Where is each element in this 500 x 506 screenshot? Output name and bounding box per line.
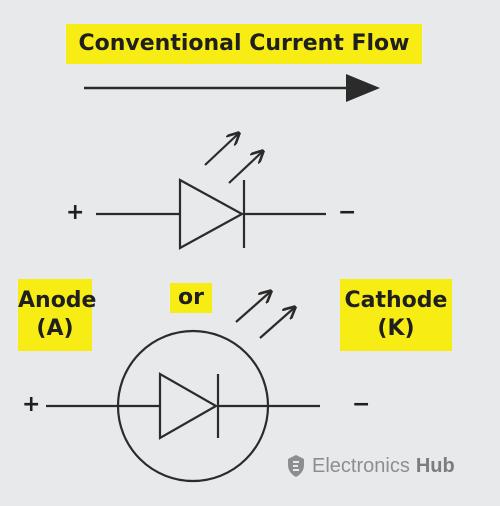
anode-label-line1: Anode	[18, 288, 97, 313]
or-label: or	[170, 283, 212, 313]
top-plus-sign: +	[66, 200, 85, 225]
conventional-current-flow-title: Conventional Current Flow	[66, 24, 422, 64]
watermark-brand-bold: Hub	[415, 454, 455, 477]
led-symbol-bottom	[46, 292, 320, 483]
bottom-plus-sign: +	[22, 392, 41, 417]
top-minus-sign: −	[338, 200, 357, 225]
cathode-label-line1: Cathode	[344, 288, 448, 313]
anode-label: Anode (A)	[18, 279, 96, 351]
anode-label-line2: (A)	[36, 316, 74, 341]
current-flow-arrow	[84, 74, 380, 102]
cathode-label-line2: (K)	[377, 316, 415, 341]
electronics-hub-logo-icon	[288, 455, 304, 477]
led-symbol-top	[96, 134, 326, 250]
watermark-brand: Electronics	[312, 454, 410, 477]
bottom-minus-sign: −	[352, 392, 371, 417]
cathode-label: Cathode (K)	[340, 279, 452, 351]
electronics-hub-watermark: Electronics Hub	[286, 452, 455, 480]
